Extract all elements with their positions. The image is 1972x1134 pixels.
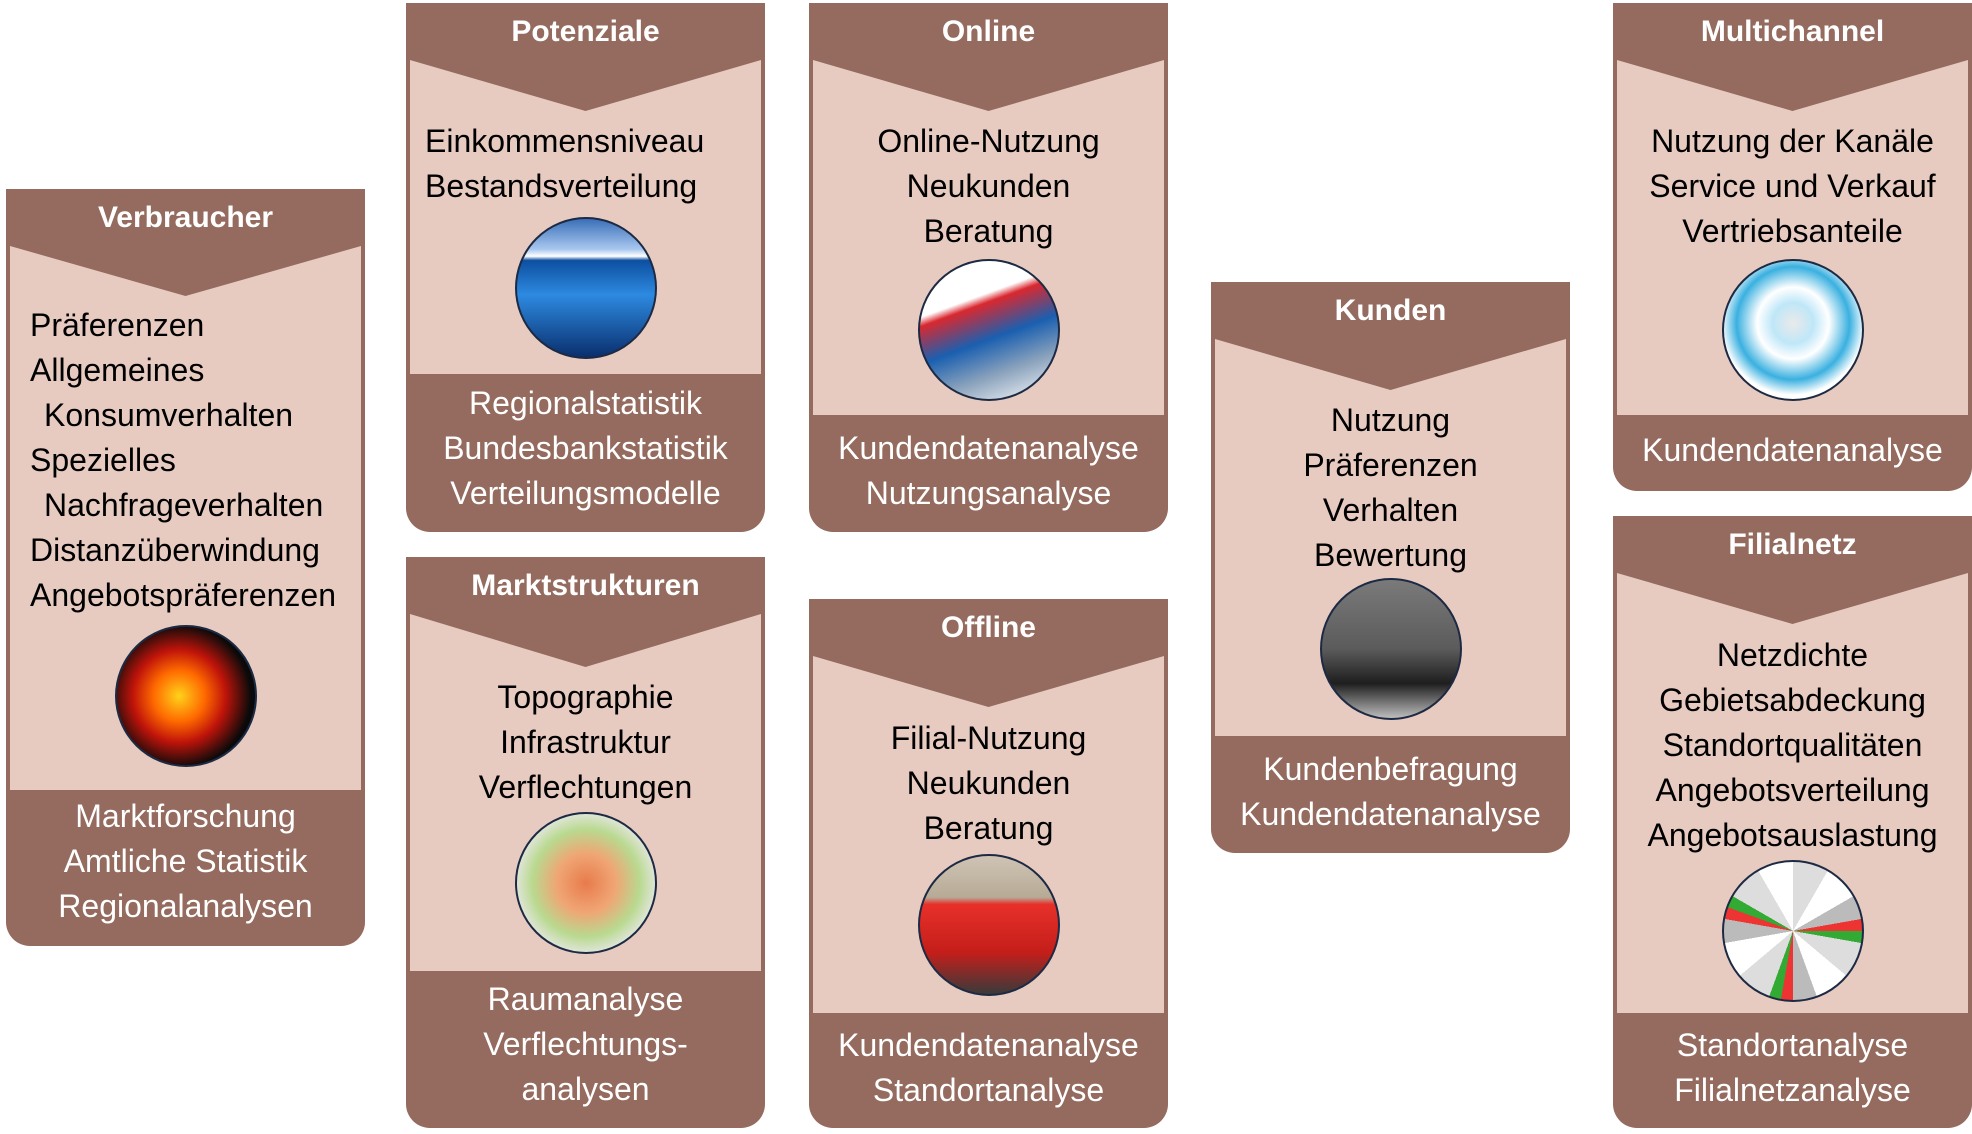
list-item: Angebotspräferenzen [30, 577, 336, 613]
list-item: Angebotsverteilung [1655, 772, 1930, 808]
list-item: Spezielles [30, 442, 176, 478]
laptop-card-image [917, 259, 1060, 401]
list-item: Neukunden [906, 765, 1071, 801]
method-item: Standortanalyse [872, 1072, 1105, 1108]
list-item: Neukunden [906, 168, 1071, 204]
card-title: Multichannel [1700, 15, 1885, 48]
card-title: Offline [941, 611, 1036, 644]
list-item: Nachfrageverhalten [44, 487, 324, 523]
list-item: Bewertung [1314, 537, 1467, 573]
list-item: Allgemeines [30, 352, 205, 388]
list-item: Angebotsauslastung [1647, 817, 1938, 853]
card-title: Potenziale [511, 15, 660, 48]
method-item: Standortanalyse [1676, 1027, 1909, 1063]
list-item: Service und Verkauf [1649, 168, 1936, 204]
card-title: Marktstrukturen [471, 569, 700, 602]
method-item: Regionalstatistik [469, 385, 702, 421]
crowd-photo-image [1319, 578, 1462, 720]
method-item: Kundendatenanalyse [1240, 796, 1541, 832]
list-item: Vertriebsanteile [1682, 213, 1903, 249]
list-item: Nutzung der Kanäle [1651, 123, 1934, 159]
list-item: Einkommensniveau [425, 123, 705, 159]
city-map-image [514, 812, 657, 954]
list-item: Gebietsabdeckung [1659, 682, 1926, 718]
method-item: Filialnetzanalyse [1674, 1072, 1911, 1108]
method-item: Amtliche Statistik [63, 843, 308, 879]
card-title: Kunden [1334, 294, 1447, 327]
list-item: Präferenzen [30, 307, 205, 343]
method-item: Kundendatenanalyse [838, 1027, 1139, 1063]
method-item: Nutzungsanalyse [865, 475, 1112, 511]
method-item: Kundendatenanalyse [838, 430, 1139, 466]
list-item: Netzdichte [1716, 637, 1869, 673]
list-item: Bestandsverteilung [425, 168, 698, 204]
list-item: Infrastruktur [500, 724, 671, 760]
list-item: Beratung [923, 213, 1054, 249]
hexagon-network-image [1721, 860, 1864, 1002]
card-methods: Kundendatenanalyse [1613, 428, 1972, 473]
list-item: Verflechtungen [478, 769, 693, 805]
method-item: Marktforschung [75, 798, 296, 834]
method-item: Verflechtungs- [483, 1026, 688, 1062]
method-item: Verteilungsmodelle [450, 475, 721, 511]
list-item: Beratung [923, 810, 1054, 846]
method-item: Raumanalyse [487, 981, 684, 1017]
list-item: Verhalten [1322, 492, 1459, 528]
branch-storefront-image [917, 854, 1060, 996]
list-item: Topographie [497, 679, 674, 715]
list-item: Konsumverhalten [44, 397, 294, 433]
iceberg-image [514, 217, 657, 359]
list-item: Distanzüberwindung [30, 532, 320, 568]
gummy-bear-image [114, 625, 257, 767]
method-item: analysen [521, 1071, 650, 1107]
method-item: Kundendatenanalyse [1642, 432, 1943, 468]
list-item: Präferenzen [1303, 447, 1478, 483]
method-item: Regionalanalysen [58, 888, 313, 924]
list-item: Nutzung [1330, 402, 1451, 438]
method-item: Kundenbefragung [1263, 751, 1518, 787]
list-item: Standortqualitäten [1662, 727, 1923, 763]
card-title: Online [941, 15, 1036, 48]
list-item: Online-Nutzung [877, 123, 1100, 159]
method-item: Bundesbankstatistik [443, 430, 728, 466]
card-title: Filialnetz [1728, 528, 1857, 561]
globe-arrows-image [1721, 259, 1864, 401]
card-title: Verbraucher [97, 201, 274, 234]
list-item: Filial-Nutzung [890, 720, 1087, 756]
